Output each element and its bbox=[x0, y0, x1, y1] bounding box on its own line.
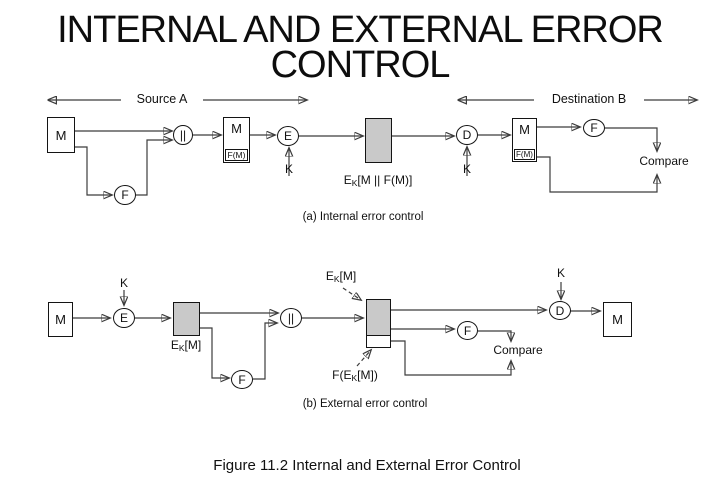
a-dest-composite-fm-label: F(M) bbox=[514, 149, 535, 160]
b-decrypt-label: D bbox=[555, 303, 565, 318]
b-fcs-circle-1: F bbox=[231, 370, 253, 389]
a-composite-fm-label: F(M) bbox=[225, 149, 248, 161]
a-fm-to-compare bbox=[535, 156, 657, 193]
a-f2-to-compare bbox=[605, 127, 657, 151]
b-ek-callout-sub: K bbox=[333, 274, 340, 284]
a-message-box: M bbox=[47, 117, 75, 153]
b-f2-to-compare bbox=[478, 330, 511, 341]
b-key2-label: K bbox=[556, 266, 565, 280]
figure-caption: Figure 11.2 Internal and External Error … bbox=[213, 457, 521, 474]
b-fek-callout-arrow bbox=[356, 350, 371, 367]
b-ciphertext-label-sub: K bbox=[178, 343, 185, 353]
a-dest-composite-box: M F(M) bbox=[512, 118, 537, 162]
b-transmitted-box bbox=[366, 299, 391, 348]
a-ciphertext-box bbox=[365, 118, 392, 163]
a-ciphertext-label-sub: K bbox=[351, 178, 358, 188]
b-concat-circle: || bbox=[280, 308, 302, 328]
b-decrypt-circle: D bbox=[549, 301, 571, 320]
a-decrypt-label: D bbox=[462, 128, 472, 142]
a-m-to-f bbox=[75, 146, 112, 195]
b-message-box-label: M bbox=[55, 312, 66, 327]
b-message-box: M bbox=[48, 302, 73, 337]
b-encrypt-label: E bbox=[119, 311, 128, 325]
b-fek-callout-rest: [M]) bbox=[357, 368, 378, 382]
b-fek-callout-label: F(EK[M]) bbox=[314, 368, 396, 383]
b-fek-callout-prefix: F(E bbox=[332, 368, 352, 382]
b-compare-label: Compare bbox=[493, 343, 543, 357]
a-concat-label: || bbox=[179, 128, 187, 142]
a-encrypt-circle: E bbox=[277, 126, 299, 146]
b-ek-callout-label: EK[M] bbox=[312, 269, 370, 284]
b-concat-label: || bbox=[287, 311, 295, 325]
title-line-2: CONTROL bbox=[270, 44, 451, 86]
a-composite-m-label: M bbox=[231, 121, 242, 136]
b-ek-callout-arrow bbox=[342, 287, 361, 300]
b-ek-callout-prefix: E bbox=[325, 269, 334, 283]
a-composite-box: M F(M) bbox=[223, 117, 250, 163]
a-compare-label: Compare bbox=[639, 154, 689, 168]
a-message-box-label: M bbox=[55, 127, 67, 143]
b-cipher-to-f bbox=[200, 327, 229, 378]
a-dest-composite-m-label: M bbox=[519, 122, 530, 137]
b-fcs-circle-1-label: F bbox=[238, 372, 246, 387]
page-title: INTERNAL AND EXTERNAL ERROR CONTROL bbox=[0, 9, 720, 86]
a-ciphertext-label: EK[M || F(M)] bbox=[338, 173, 418, 188]
b-dest-message-box-label: M bbox=[612, 312, 623, 327]
a-fcs-circle-1-label: F bbox=[121, 188, 129, 202]
b-ciphertext-box bbox=[173, 302, 200, 336]
a-fcs-circle-2-label: F bbox=[590, 121, 598, 135]
b-ek-callout-rest: [M] bbox=[339, 269, 357, 283]
b-fek-to-compare bbox=[391, 340, 511, 376]
b-fcs-circle-2-label: F bbox=[463, 323, 472, 338]
a-key2-label: K bbox=[462, 162, 471, 176]
a-concat-circle: || bbox=[173, 125, 193, 145]
a-key1-label: K bbox=[284, 162, 293, 176]
a-encrypt-label: E bbox=[283, 129, 292, 143]
a-decrypt-circle: D bbox=[456, 125, 478, 145]
b-encrypt-circle: E bbox=[113, 308, 135, 328]
a-ciphertext-label-prefix: E bbox=[343, 173, 352, 187]
b-key1-label: K bbox=[119, 276, 128, 290]
a-caption: (a) Internal error control bbox=[302, 211, 424, 223]
b-caption: (b) External error control bbox=[302, 398, 428, 410]
a-fcs-circle-1: F bbox=[114, 185, 136, 205]
b-fek-callout-sub: K bbox=[351, 373, 358, 383]
b-fcs-circle-2: F bbox=[457, 321, 478, 340]
destination-label: Destination B bbox=[534, 92, 644, 106]
a-fcs-circle-2: F bbox=[583, 119, 605, 137]
b-f-to-concat bbox=[253, 323, 277, 380]
a-ciphertext-label-rest: [M || F(M)] bbox=[357, 173, 413, 187]
a-f-to-concat bbox=[136, 140, 172, 196]
b-ciphertext-label-rest: [M] bbox=[184, 338, 202, 352]
b-ciphertext-label-prefix: E bbox=[170, 338, 179, 352]
b-dest-message-box: M bbox=[603, 302, 632, 337]
b-ciphertext-label: EK[M] bbox=[155, 338, 217, 353]
title-line-1: INTERNAL AND EXTERNAL ERROR bbox=[57, 9, 664, 51]
source-label: Source A bbox=[121, 92, 203, 106]
b-transmitted-box-cipher-part bbox=[367, 300, 390, 336]
